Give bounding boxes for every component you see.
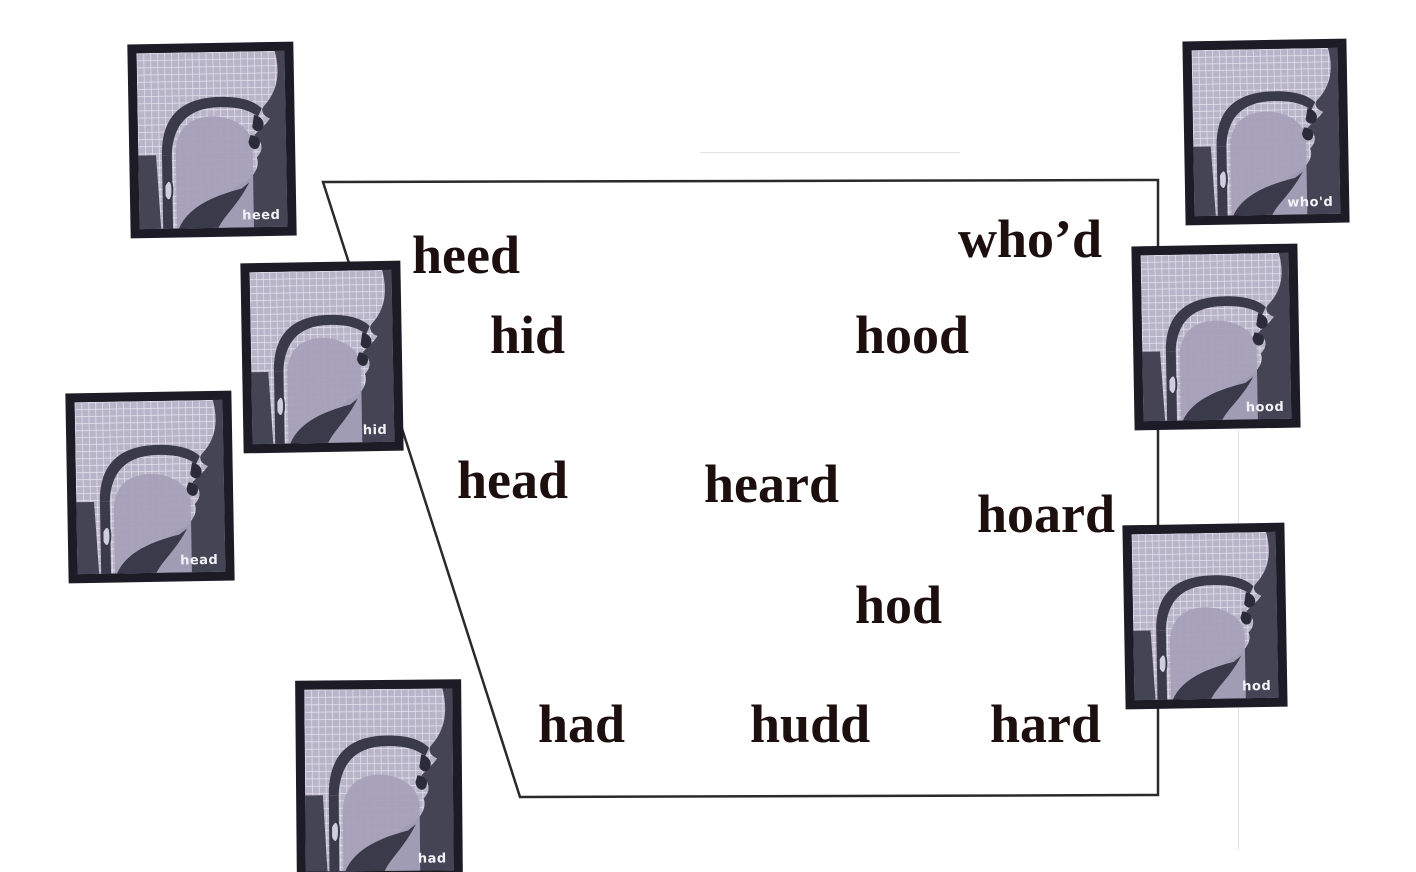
word-hod: hod: [855, 575, 943, 635]
word-hoard: hoard: [977, 484, 1116, 544]
word-heard: heard: [704, 454, 839, 514]
word-head: head: [457, 450, 569, 510]
vocal-tract-icon: [1191, 47, 1341, 217]
word-hudd: hudd: [750, 694, 871, 754]
word-had: had: [538, 694, 626, 754]
word-heed: heed: [412, 225, 520, 285]
scan-line: [700, 152, 960, 153]
vocal-tract-icon: [304, 688, 454, 872]
word-hid: hid: [490, 305, 566, 365]
mouth-diagram-hid: hid: [240, 260, 404, 454]
word-hard: hard: [990, 694, 1102, 754]
vocal-tract-icon: [136, 50, 288, 230]
word-whod: who’d: [958, 209, 1103, 269]
vocal-tract-icon: [74, 399, 226, 575]
mouth-diagram-whod: who'd: [1182, 38, 1350, 226]
vocal-tract-icon: [1140, 252, 1292, 422]
mouth-diagram-hod: hod: [1122, 522, 1288, 710]
vocal-tract-icon: [249, 269, 395, 445]
vocal-tract-icon: [1131, 531, 1279, 701]
mouth-diagram-hood: hood: [1131, 243, 1301, 431]
mouth-diagram-head: head: [65, 390, 235, 584]
mouth-diagram-heed: heed: [127, 41, 297, 239]
mouth-diagram-had: had: [295, 679, 463, 872]
word-hood: hood: [855, 305, 970, 365]
quadrilateral-outline: [321, 178, 1160, 799]
